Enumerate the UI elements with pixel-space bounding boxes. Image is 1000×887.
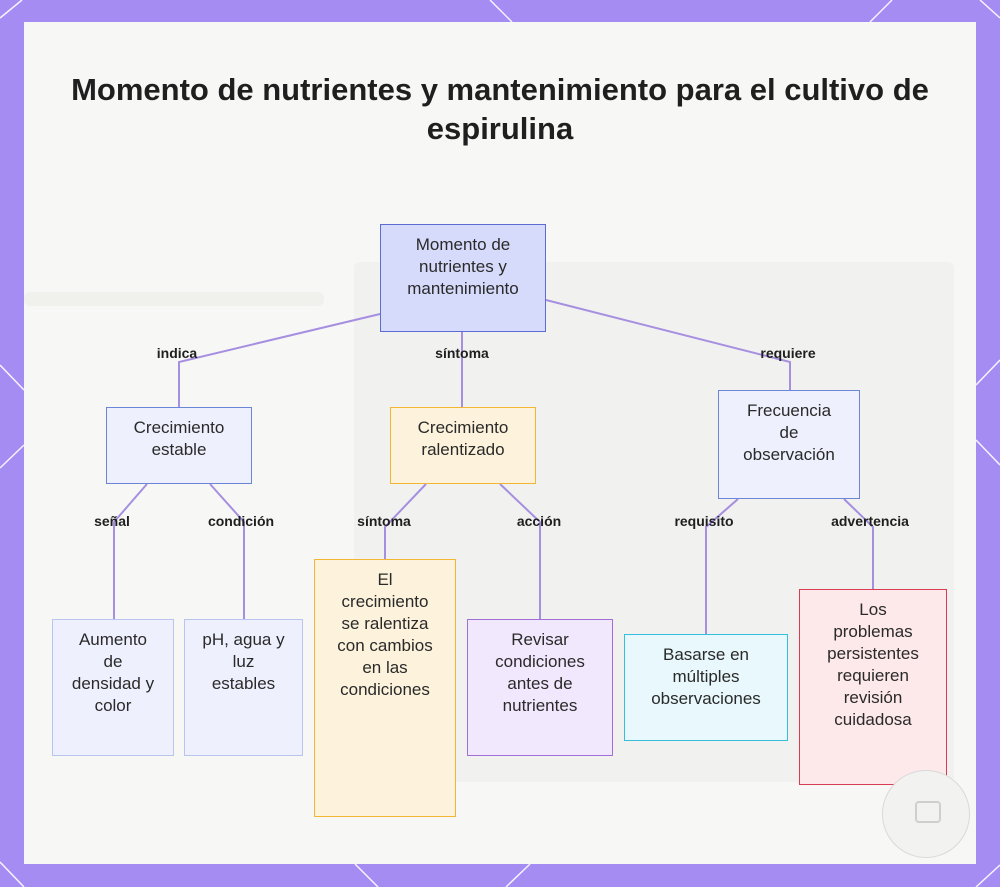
background-ghost-bar xyxy=(24,292,324,306)
node-crecimiento-ralentizado-label: Crecimiento ralentizado xyxy=(417,418,509,459)
camera-icon xyxy=(915,801,941,823)
node-problemas-persistentes-label: Los problemas persistentes requieren rev… xyxy=(827,600,919,729)
node-root: Momento de nutrientes y mantenimiento xyxy=(380,224,546,332)
diagram-title: Momento de nutrientes y mantenimiento pa… xyxy=(71,72,929,146)
node-revisar-condiciones-label: Revisar condiciones antes de nutrientes xyxy=(495,630,585,715)
edge-label-indica: indica xyxy=(156,345,198,361)
node-aumento-densidad: Aumento de densidad y color xyxy=(52,619,174,756)
diagram-panel: Momento de nutrientes y mantenimiento pa… xyxy=(24,22,976,864)
node-frecuencia-observacion-label: Frecuencia de observación xyxy=(743,401,835,464)
edge-label-accion: acción xyxy=(516,513,562,529)
edge-label-condicion: condición xyxy=(207,513,275,529)
node-crecimiento-estable-label: Crecimiento estable xyxy=(133,418,225,459)
edge-label-requiere: requiere xyxy=(760,345,816,361)
node-crecimiento-se-ralentiza: El crecimiento se ralentiza con cambios … xyxy=(314,559,456,817)
node-basarse-observaciones: Basarse en múltiples observaciones xyxy=(624,634,788,741)
camera-badge xyxy=(882,770,970,858)
node-basarse-observaciones-label: Basarse en múltiples observaciones xyxy=(651,645,761,708)
edge-label-requisito: requisito xyxy=(674,513,734,529)
node-ph-agua-luz: pH, agua y luz estables xyxy=(184,619,303,756)
node-problemas-persistentes: Los problemas persistentes requieren rev… xyxy=(799,589,947,785)
edge-label-senal: señal xyxy=(94,513,130,529)
node-root-label: Momento de nutrientes y mantenimiento xyxy=(407,235,519,298)
node-frecuencia-observacion: Frecuencia de observación xyxy=(718,390,860,499)
node-crecimiento-ralentizado: Crecimiento ralentizado xyxy=(390,407,536,484)
edge-label-advertencia: advertencia xyxy=(831,513,909,529)
connector-lines xyxy=(113,299,874,634)
node-aumento-densidad-label: Aumento de densidad y color xyxy=(71,630,155,715)
node-revisar-condiciones: Revisar condiciones antes de nutrientes xyxy=(467,619,613,756)
edge-label-sintoma-mid: síntoma xyxy=(357,513,411,529)
edge-label-sintoma-top: síntoma xyxy=(435,345,489,361)
node-crecimiento-se-ralentiza-label: El crecimiento se ralentiza con cambios … xyxy=(337,570,433,699)
node-ph-agua-luz-label: pH, agua y luz estables xyxy=(202,630,285,693)
node-crecimiento-estable: Crecimiento estable xyxy=(106,407,252,484)
